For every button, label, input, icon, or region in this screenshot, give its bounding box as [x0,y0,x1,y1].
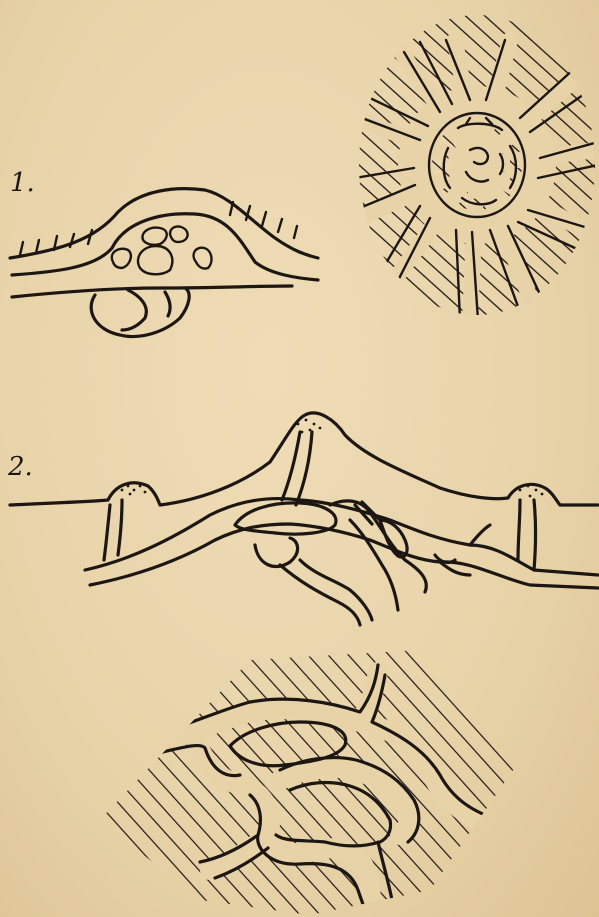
tunnel-section [10,413,598,625]
mound-cross-section [10,189,318,337]
tunnel-plan [95,645,525,917]
radial-burrow-plan [350,10,599,330]
